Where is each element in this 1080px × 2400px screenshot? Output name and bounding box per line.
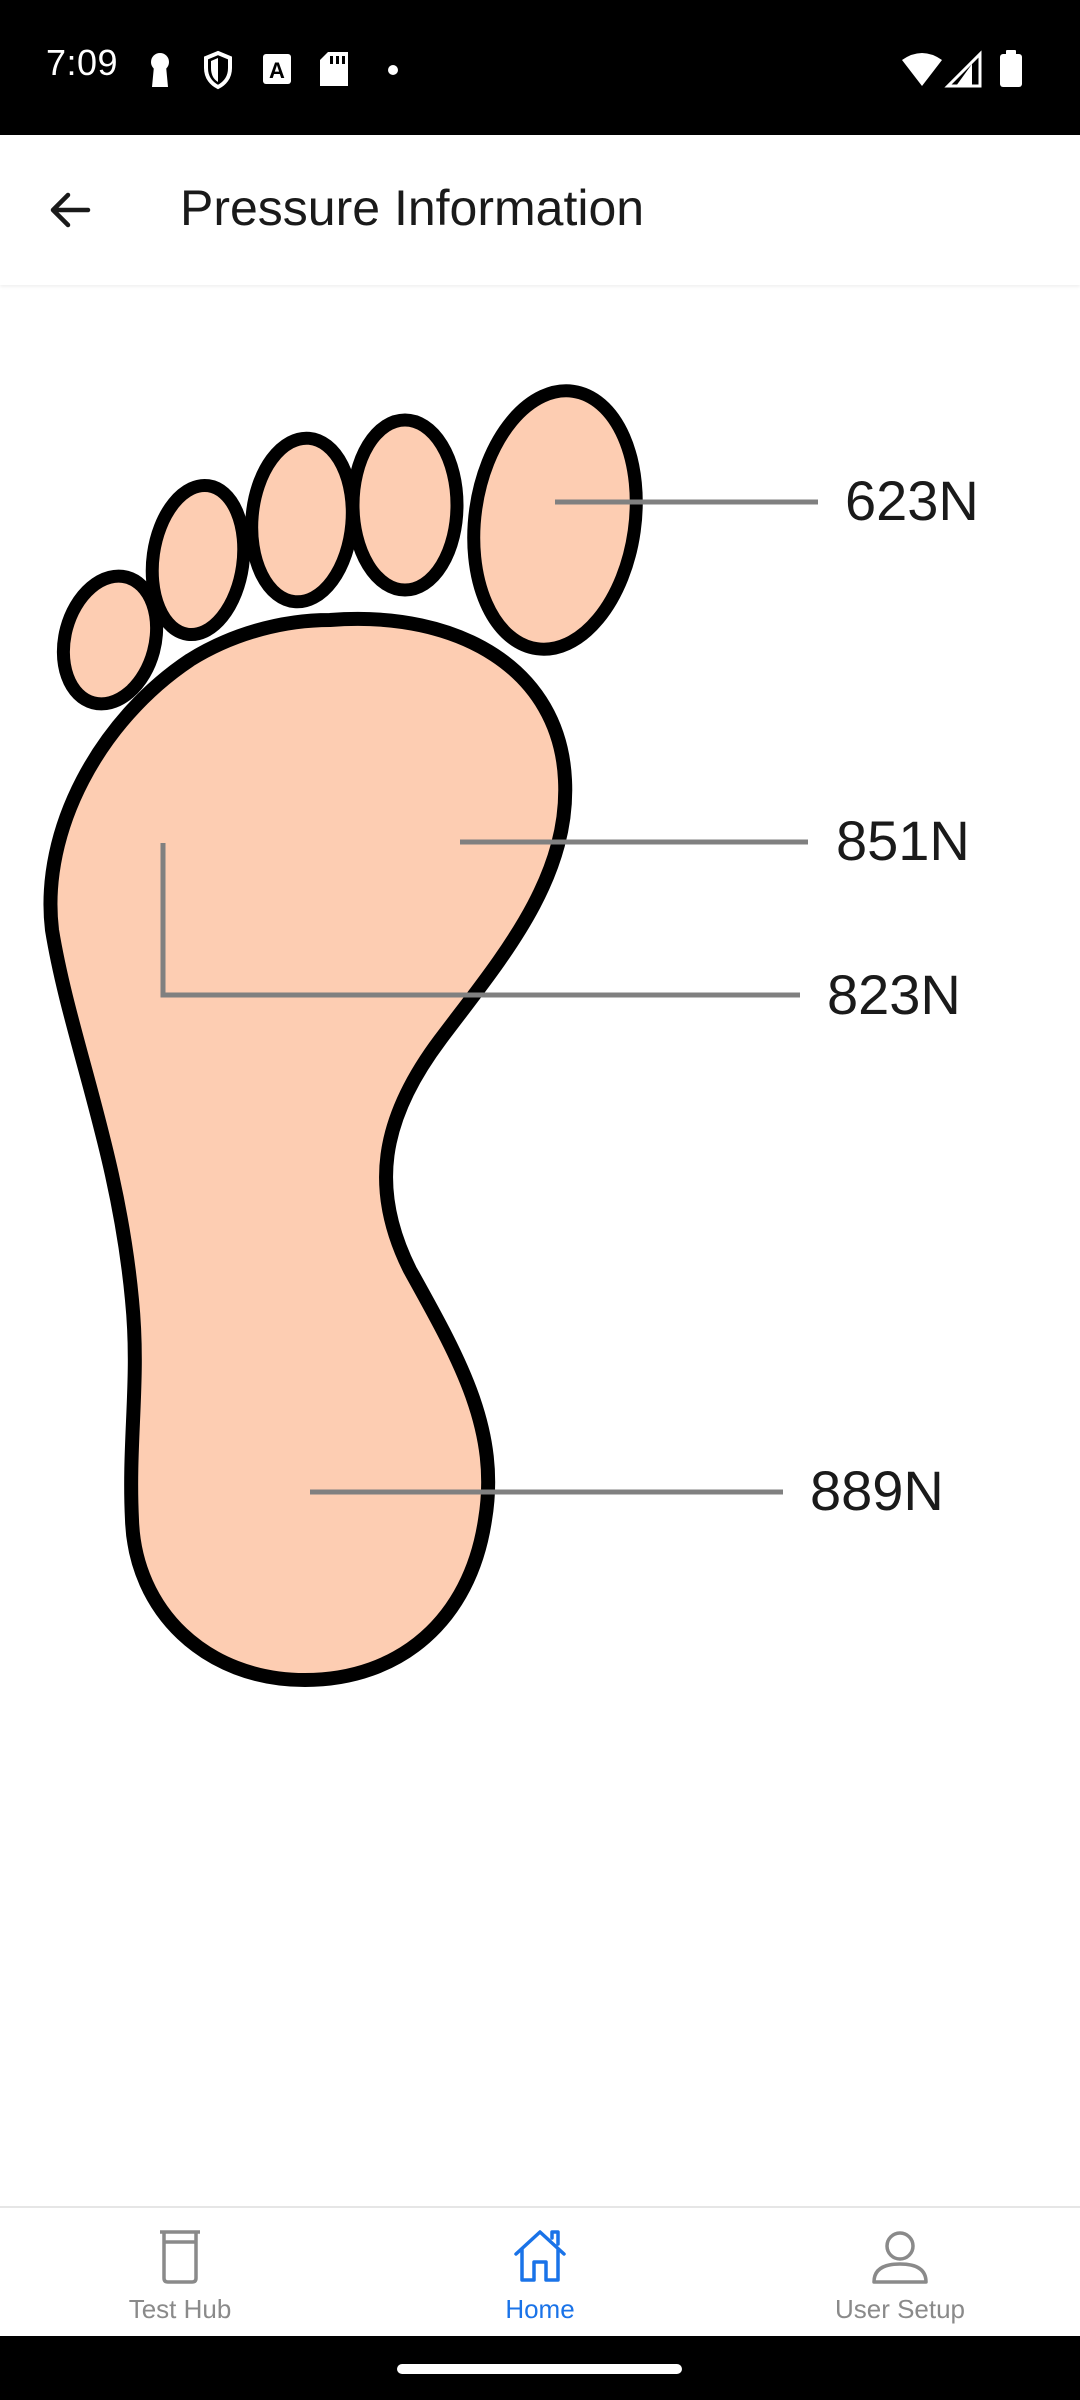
font-a-icon: A: [263, 54, 291, 84]
svg-text:A: A: [269, 58, 285, 83]
beaker-icon: [160, 2230, 200, 2284]
nav-label-test-hub: Test Hub: [128, 2294, 232, 2324]
cell-signal-icon: [944, 50, 982, 88]
leader-lines: [160, 499, 818, 1495]
wifi-icon: [902, 53, 942, 86]
back-button[interactable]: [30, 170, 110, 250]
nav-item-home[interactable]: Home: [360, 2208, 720, 2338]
nav-label-user-setup: User Setup: [834, 2294, 966, 2324]
keyhole-icon: [151, 53, 169, 87]
nav-item-user-setup[interactable]: User Setup: [720, 2208, 1080, 2338]
home-icon: [514, 2230, 566, 2282]
status-time: 7:09: [46, 42, 119, 83]
system-navigation-bar: [0, 2336, 1080, 2400]
pressure-label-forefoot: 851N: [836, 809, 970, 872]
user-icon: [872, 2231, 928, 2284]
nav-item-test-hub[interactable]: Test Hub: [0, 2208, 360, 2338]
shield-icon: [204, 50, 232, 90]
foot-illustration: [43, 384, 643, 1688]
arrow-left-icon: [50, 192, 91, 228]
battery-icon: [1000, 50, 1022, 87]
page-title: Pressure Information: [180, 180, 645, 236]
app-bar: Pressure Information: [0, 135, 1080, 285]
foot-pressure-diagram: 623N 851N 823N 889N: [0, 300, 1080, 2200]
home-gesture-handle[interactable]: [397, 2364, 682, 2374]
nav-label-home: Home: [505, 2294, 575, 2324]
dot-icon: [388, 65, 398, 75]
little-toe: [56, 569, 164, 711]
big-toe: [467, 384, 643, 656]
status-notification-icons: A: [151, 50, 398, 90]
bottom-navigation: Test Hub Home User Setup: [0, 2206, 1080, 2338]
pressure-label-big-toe: 623N: [845, 469, 979, 532]
leader-line-midfoot: [160, 843, 800, 998]
status-system-icons: [902, 50, 1022, 88]
pressure-label-heel: 889N: [810, 1459, 944, 1522]
second-toe: [346, 413, 464, 597]
pressure-label-midfoot: 823N: [827, 963, 961, 1026]
sd-card-icon: [320, 52, 348, 86]
status-bar: 7:09 A: [0, 0, 1080, 135]
sole: [43, 612, 573, 1688]
fourth-toe: [145, 478, 251, 642]
